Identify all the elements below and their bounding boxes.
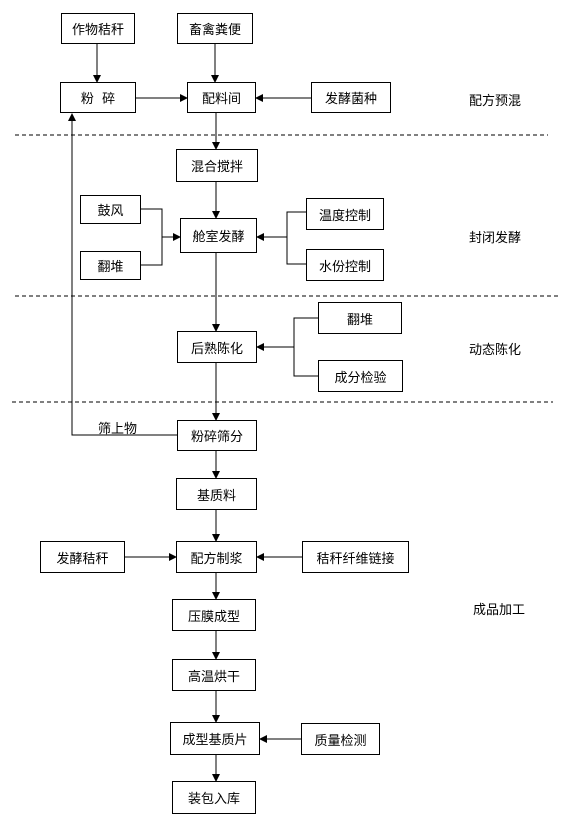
- edge-label-oversize: 筛上物: [98, 422, 138, 437]
- node-crush: 粉 碎: [60, 82, 136, 113]
- node-slurry: 配方制浆: [176, 541, 257, 573]
- stage-premix: 配方预混: [469, 94, 522, 109]
- node-manure: 畜禽粪便: [177, 13, 253, 44]
- stage-finishing: 成品加工: [473, 603, 526, 618]
- stage-dynamic-aging: 动态陈化: [469, 343, 522, 358]
- node-component-test: 成分检验: [318, 360, 403, 392]
- node-turn-1: 翻堆: [80, 251, 141, 280]
- node-straw: 作物秸秆: [61, 13, 135, 44]
- node-temp-control: 温度控制: [306, 198, 384, 230]
- node-ferment-straw: 发酵秸秆: [40, 541, 125, 573]
- stage-sealed-ferment: 封闭发酵: [469, 231, 522, 246]
- node-turn-2: 翻堆: [318, 302, 402, 334]
- node-dry: 高温烘干: [172, 659, 256, 691]
- node-chamber-ferment: 舱室发酵: [180, 218, 257, 253]
- node-moisture-control: 水份控制: [306, 249, 384, 281]
- node-crush-sieve: 粉碎筛分: [177, 420, 257, 451]
- node-fiber-link: 秸秆纤维链接: [302, 541, 409, 573]
- node-pack: 装包入库: [172, 781, 256, 814]
- node-blow: 鼓风: [80, 195, 141, 224]
- node-starter: 发酵菌种: [311, 82, 391, 113]
- node-sheet: 成型基质片: [170, 722, 260, 755]
- node-quality-test: 质量检测: [301, 723, 380, 755]
- node-press-mold: 压膜成型: [172, 599, 256, 631]
- node-post-mature: 后熟陈化: [177, 331, 257, 363]
- node-mix-stir: 混合搅拌: [176, 149, 258, 182]
- node-mixing-room: 配料间: [187, 82, 256, 113]
- node-substrate: 基质料: [176, 478, 257, 510]
